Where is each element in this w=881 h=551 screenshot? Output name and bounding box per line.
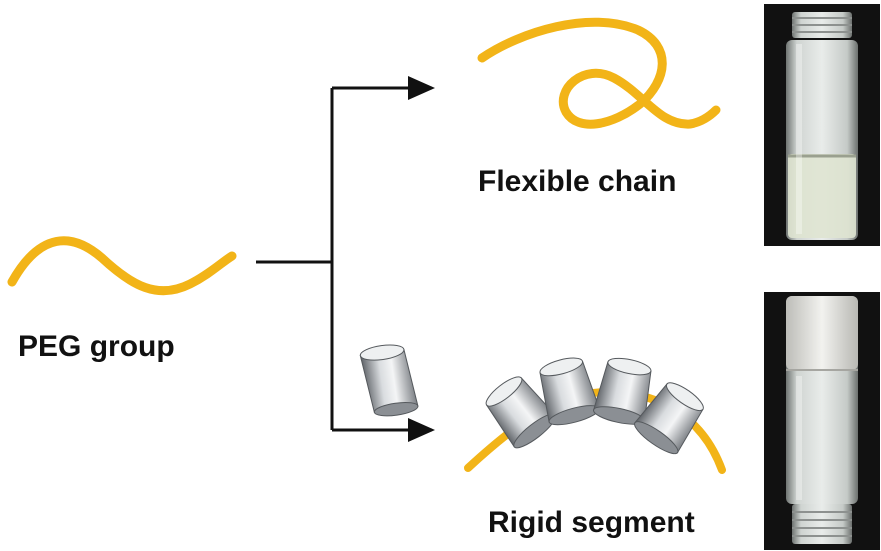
cyclodextrin-icon (359, 344, 419, 417)
peg-group-label: PEG group (18, 330, 175, 363)
vial-solution-photo (764, 4, 880, 246)
branch-arrows (256, 76, 435, 442)
rigid-segment-icon (464, 357, 726, 474)
rigid-segment-label: Rigid segment (488, 506, 695, 539)
flexible-chain-icon (477, 17, 721, 129)
peg-chain-icon (7, 236, 237, 296)
flexible-chain-label: Flexible chain (478, 165, 677, 198)
vial-gel-photo (764, 292, 880, 550)
